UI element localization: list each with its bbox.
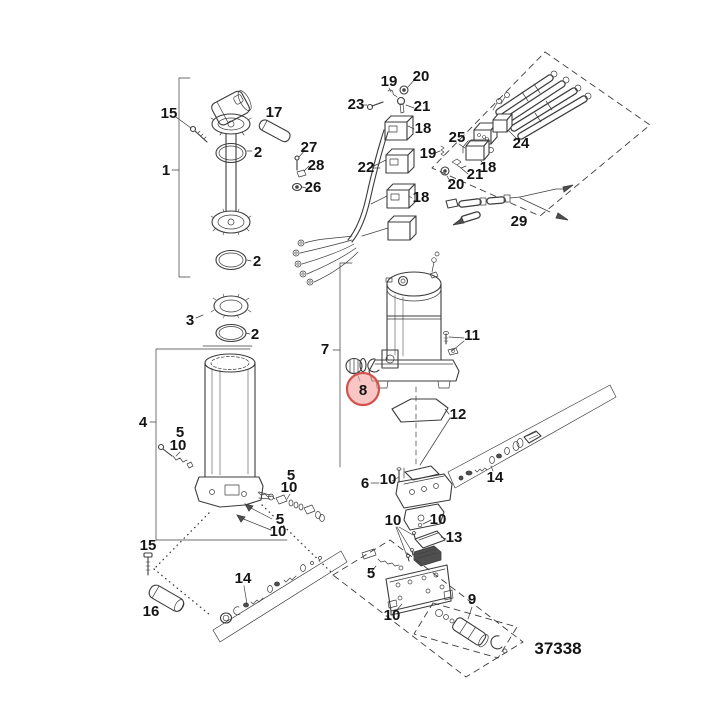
seal-rings	[195, 293, 253, 347]
part-label-28: 28	[308, 157, 325, 174]
part-label-23: 23	[348, 96, 365, 113]
part-label-20-a: 20	[413, 68, 430, 85]
drawing-number: 37338	[534, 639, 581, 658]
part-label-11: 11	[464, 327, 480, 344]
reservoir-assembly	[149, 348, 325, 541]
part-label-19-a: 19	[381, 73, 398, 90]
relay-18-top	[384, 115, 414, 141]
part-label-5-b: 5	[287, 467, 295, 484]
part-label-18-a: 18	[415, 120, 432, 137]
part-label-2-b: 2	[253, 253, 261, 270]
kit-boundary-bottom	[332, 539, 524, 678]
leader-15	[175, 116, 192, 129]
part-label-21-a: 21	[414, 98, 431, 115]
part-label-20-b: 20	[448, 176, 465, 193]
part-label-2-c: 2	[251, 326, 259, 343]
fill-cap-8	[345, 357, 380, 375]
part-label-1: 1	[162, 162, 170, 179]
part-label-10-g: 10	[384, 607, 401, 624]
relay-4	[387, 215, 417, 241]
part-label-27: 27	[301, 139, 318, 156]
callout-labels: 15 17 1 2 27 28 26 2 3 2 19 20 23 21 18 …	[139, 68, 582, 658]
part-label-8-highlighted: 8	[359, 382, 367, 399]
bracket-7	[339, 262, 353, 468]
highlight-circle	[347, 373, 379, 405]
part-label-15-b: 15	[140, 537, 157, 554]
part-label-2-a: 2	[254, 144, 262, 161]
part-label-21-b: 21	[467, 166, 484, 183]
relay-2	[385, 148, 415, 174]
part-label-12: 12	[450, 406, 467, 423]
part-label-4: 4	[139, 414, 148, 431]
part-label-22: 22	[358, 159, 375, 176]
kit-boundary-14-upper	[447, 384, 617, 489]
relay-stack-harness	[292, 78, 417, 286]
harness-24-group	[431, 51, 651, 217]
kit-boundary-24	[431, 51, 651, 217]
part-label-10-b: 10	[281, 479, 298, 496]
part-label-10-c: 10	[270, 523, 287, 540]
valve-body	[370, 465, 453, 562]
valve-kit-14-lower	[143, 504, 348, 643]
part-label-5-a: 5	[176, 424, 184, 441]
coupler-kit-9	[413, 602, 518, 659]
part-label-14-b: 14	[235, 570, 252, 587]
part-label-29: 29	[511, 213, 528, 230]
part-label-10-a: 10	[170, 437, 187, 454]
kit-boundary-14-lower	[212, 550, 348, 643]
motor-assembly	[332, 251, 465, 469]
part-label-17: 17	[266, 104, 283, 121]
trim-cylinder-assembly	[171, 77, 310, 278]
part-label-13: 13	[446, 529, 463, 546]
part-label-10-e: 10	[385, 512, 402, 529]
part-label-25: 25	[449, 129, 466, 146]
ring-terminals	[292, 239, 314, 286]
part-label-24: 24	[513, 135, 530, 152]
kit-boundary-9	[413, 602, 518, 659]
valve-kit-14-upper	[447, 384, 617, 489]
highlight-ring	[345, 371, 381, 407]
bracket-1	[178, 77, 191, 278]
part-label-18-c: 18	[480, 159, 497, 176]
part-label-5-c: 5	[276, 511, 284, 528]
cable-29	[445, 184, 574, 226]
part-label-15-a: 15	[161, 105, 178, 122]
bracket-4	[155, 348, 288, 541]
part-label-14-a: 14	[487, 469, 504, 486]
part-label-19-b: 19	[420, 145, 437, 162]
part-label-16: 16	[143, 603, 160, 620]
part-label-18-b: 18	[413, 189, 430, 206]
float-and-plate	[332, 530, 524, 678]
part-label-10-f: 10	[430, 511, 447, 528]
part-label-7: 7	[321, 341, 329, 358]
part-label-6: 6	[361, 475, 369, 492]
part-label-10-d: 10	[380, 471, 397, 488]
part-label-3: 3	[186, 312, 194, 329]
part-label-9: 9	[468, 591, 476, 608]
part-label-5-d: 5	[367, 565, 375, 582]
relay-18-bottom	[386, 183, 416, 209]
part-label-26: 26	[305, 179, 322, 196]
